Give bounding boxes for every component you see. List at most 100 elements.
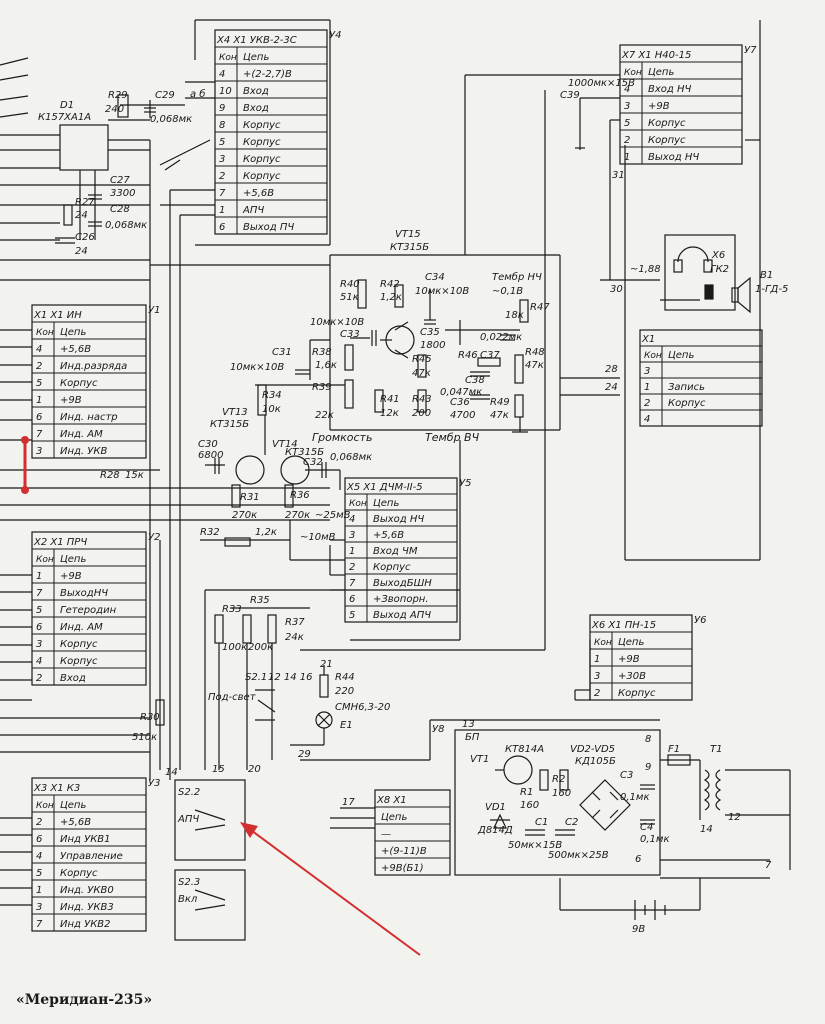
table-header-circuit: Цепь [381,812,407,823]
table-pin: 7 [36,588,43,599]
table-header-circuit: Цепь [60,327,86,338]
table-pin: 1 [36,885,42,896]
label-c3: C3 [620,770,633,781]
table-header-pin: Кон [349,499,367,509]
label-n24: 24 [605,382,618,393]
table-circuit: Корпус [373,562,411,573]
label-n8: 8 [645,734,651,745]
label-vd-type: КД105Б [575,756,616,767]
label-c31-value: 10мк×10В [230,362,284,373]
table-circuit: ВыходБШН [373,578,432,589]
table-header-circuit: Цепь [60,800,86,811]
label-c38-value: 0,047мк [440,387,482,398]
table-pin: 6 [36,834,42,845]
table-frame [31,531,147,686]
table-circuit: Корпус [648,135,686,146]
table-circuit: +9В [60,395,82,406]
table-pin: 1 [644,382,650,393]
table-unit-label: У4 [329,30,341,41]
table-pin: 3 [349,530,355,541]
table-header-pin: Кон [644,351,662,361]
speaker [731,276,751,314]
table-pin: 5 [36,378,42,389]
label-r37: R37 [285,617,305,628]
table-circuit: Корпус [60,378,98,389]
red-pointer-arrow-line [247,827,421,956]
label-r31: R31 [240,492,260,503]
label-r31-value: 270к [232,510,257,521]
label-n29: 29 [298,749,311,760]
table-pin: 2 [36,817,42,828]
table-pin: 1 [594,654,600,665]
table-pin: 2 [219,171,225,182]
table-pin: 6 [36,412,42,423]
label-b1: В1 [760,270,773,281]
table-header-circuit: Цепь [243,52,269,63]
table-header-circuit: Цепь [618,637,644,648]
label-r36: R36 [290,490,310,501]
table-circuit: Инд. УКВ0 [60,885,114,896]
label-x6: Х6 [711,250,725,261]
label-vt14: VT14 [272,439,298,450]
label-r35: R35 [250,595,270,606]
label-r37-value: 24к [285,632,304,643]
tone-control-circuit [295,279,620,433]
table-circuit: Гетеродин [60,605,117,616]
label-c34-value: 10мк×10В [415,286,469,297]
label-r1-value: 160 [520,800,539,811]
table-circuit: Выход НЧ [648,152,699,163]
table-circuit: +Звопорн. [373,594,429,605]
table-pin: 4 [644,414,650,425]
table-unit-label: У5 [459,478,471,489]
table-frame [619,44,743,165]
table-pin: 1 [36,571,42,582]
table-circuit: Вход НЧ [648,84,692,95]
label-podsvet: Под-свет [208,692,257,703]
label-vt1: VT1 [470,754,489,765]
table-title: X7 X1 Н40-15 [621,50,691,61]
table-pin: 3 [594,671,600,682]
table-circuit: Выход НЧ [373,514,424,525]
table-circuit: Инд УКВ2 [60,919,111,930]
table-circuit: Запись [668,382,705,393]
table-header-circuit: Цепь [648,67,674,78]
table-circuit: Корпус [60,639,98,650]
table-pin: 10 [219,86,232,97]
label-s23: S2.3 [178,877,200,888]
table-circuit: Вход ЧМ [373,546,418,557]
s2-1-switch-and-lamp [255,665,333,746]
table-circuit: Корпус [243,171,281,182]
table-pin: 1 [36,395,42,406]
label-r46: R46 [458,350,478,361]
label-vt1-type: КТ814А [505,744,544,755]
label-s21: S2.1 [245,672,267,683]
table-title: X4 X1 УКВ-2-3С [216,35,297,46]
label-n14: 14 [165,767,178,778]
table-circuit: ВыходНЧ [60,588,108,599]
label-r44-value: 220 [335,686,354,697]
label-r30: R30 [140,712,160,723]
label-r44: R44 [335,672,355,683]
label-r41: R41 [380,394,400,405]
label-tembr-vch: Тембр ВЧ [425,431,480,444]
table-pin: 2 [36,673,42,684]
label-r32: R32 [200,527,220,538]
vt13-vt14-stage [200,384,345,591]
power-supply-u8 [454,729,791,920]
table-pin: 2 [594,688,600,699]
table-circuit: Корпус [648,118,686,129]
table-title: X6 X1 ПН-15 [591,620,656,631]
label-r39-value: 22к [315,410,334,421]
label-ab: а б [190,88,205,100]
label-c1: C1 [535,817,548,828]
label-c39-value: 1000мк×15В [568,78,635,89]
table-pin: 4 [219,69,225,80]
table-pin: 5 [349,610,355,621]
label-c30-value: 6800 [198,450,223,461]
label-c33: C33 [340,329,360,340]
label-c36-value-a: 0,022мк [480,332,522,343]
